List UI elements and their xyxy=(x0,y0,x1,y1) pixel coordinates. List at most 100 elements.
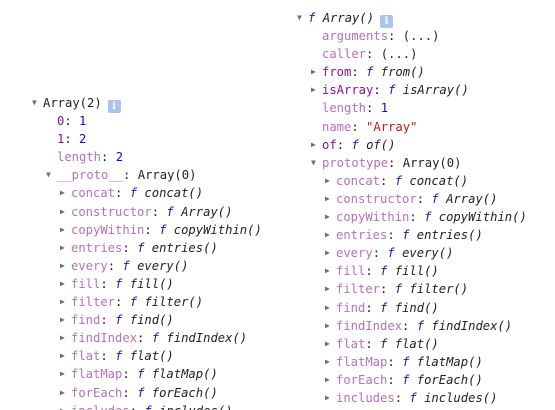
expand-arrow-right-icon[interactable]: ▶ xyxy=(325,175,330,185)
expand-arrow-right-icon[interactable]: ▶ xyxy=(325,193,330,203)
expand-arrow-right-icon[interactable]: ▶ xyxy=(325,392,330,402)
key-separator: : xyxy=(130,404,137,410)
expand-arrow-right-icon[interactable]: ▶ xyxy=(60,369,65,379)
tree-row-content: every: f every() xyxy=(71,257,188,275)
expand-arrow-right-icon[interactable]: ▶ xyxy=(60,387,65,397)
function-signature: isArray() xyxy=(402,83,469,98)
expand-arrow-right-icon[interactable]: ▶ xyxy=(325,230,330,240)
property-value: 2 xyxy=(115,150,124,165)
expand-arrow-right-icon[interactable]: ▶ xyxy=(60,315,65,325)
tree-row-content: concat: f concat() xyxy=(71,184,203,202)
property-key: constructor xyxy=(336,191,417,206)
expand-arrow-down-icon[interactable]: ▼ xyxy=(32,98,37,107)
key-separator: : xyxy=(380,173,388,188)
property-key: find xyxy=(71,313,101,328)
tree-row-content: fill: f fill() xyxy=(71,275,174,293)
property-key: isArray xyxy=(322,83,374,98)
tree-row-content: 0: 1 xyxy=(57,112,86,130)
expand-arrow-right-icon[interactable]: ▶ xyxy=(311,139,316,149)
key-separator: : xyxy=(387,372,395,387)
function-signature: Array() xyxy=(181,204,233,219)
expand-arrow-down-icon[interactable]: ▼ xyxy=(46,170,51,180)
property-key: findIndex xyxy=(71,331,138,346)
key-separator: : xyxy=(115,186,123,201)
key-separator: : xyxy=(372,246,381,261)
info-icon[interactable]: i xyxy=(107,100,121,113)
expand-arrow-right-icon[interactable]: ▶ xyxy=(325,320,330,330)
key-separator: : xyxy=(351,119,359,134)
property-key: forEach xyxy=(71,385,123,400)
key-separator: : xyxy=(144,222,152,237)
tree-row-content: concat: f concat() xyxy=(336,172,468,190)
expand-arrow-down-icon[interactable]: ▼ xyxy=(297,13,302,22)
function-symbol: f xyxy=(402,228,410,243)
property-key: from xyxy=(322,65,352,80)
property-key: __proto__ xyxy=(57,168,124,183)
expand-arrow-right-icon[interactable]: ▶ xyxy=(325,248,330,258)
property-key: includes xyxy=(71,404,130,410)
tree-row-content: f Array()i xyxy=(308,9,394,28)
expand-arrow-down-icon[interactable]: ▼ xyxy=(311,157,316,167)
function-signature: flatMap() xyxy=(416,354,483,369)
function-symbol: f xyxy=(151,331,160,346)
property-key: concat xyxy=(71,186,116,201)
tree-row-content: copyWithin: f copyWithin() xyxy=(71,221,262,239)
expand-arrow-right-icon[interactable]: ▶ xyxy=(325,284,330,294)
expand-arrow-right-icon[interactable]: ▶ xyxy=(60,188,65,198)
function-symbol: f xyxy=(402,354,410,369)
tree-row-content: find: f find() xyxy=(336,299,439,317)
function-signature: fill() xyxy=(394,264,439,279)
property-key: every xyxy=(336,246,373,261)
function-symbol: f xyxy=(308,11,316,25)
key-separator: : xyxy=(100,276,108,291)
expand-arrow-right-icon[interactable]: ▶ xyxy=(325,338,330,348)
function-signature: filter() xyxy=(144,295,204,310)
expand-arrow-right-icon[interactable]: ▶ xyxy=(325,302,330,312)
tree-row-content: every: f every() xyxy=(336,244,453,262)
function-symbol: f xyxy=(122,258,130,273)
expand-arrow-right-icon[interactable]: ▶ xyxy=(60,351,65,361)
key-separator: : xyxy=(380,282,388,297)
property-value: 1 xyxy=(79,114,87,129)
function-signature: concat() xyxy=(144,186,204,201)
expand-arrow-right-icon[interactable]: ▶ xyxy=(60,297,65,307)
expand-arrow-right-icon[interactable]: ▶ xyxy=(325,266,330,276)
tree-row-content: filter: f filter() xyxy=(336,280,468,298)
expand-arrow-right-icon[interactable]: ▶ xyxy=(60,206,65,216)
tree-row-content: flatMap: f flatMap() xyxy=(71,365,218,383)
function-signature: entries() xyxy=(416,228,483,243)
function-signature: from() xyxy=(380,65,425,80)
function-symbol: f xyxy=(380,336,388,351)
function-signature: findIndex() xyxy=(166,331,248,346)
property-key: name xyxy=(322,119,352,134)
tree-row-content: findIndex: f findIndex() xyxy=(71,329,247,347)
key-separator: : xyxy=(123,168,131,183)
expand-arrow-right-icon[interactable]: ▶ xyxy=(311,85,316,95)
expand-arrow-right-icon[interactable]: ▶ xyxy=(60,260,65,270)
function-symbol: f xyxy=(166,204,174,219)
expand-arrow-right-icon[interactable]: ▶ xyxy=(60,242,65,252)
function-symbol: f xyxy=(431,191,439,206)
expand-arrow-right-icon[interactable]: ▶ xyxy=(325,212,330,222)
function-signature: find() xyxy=(129,313,174,328)
function-symbol: f xyxy=(137,367,145,382)
property-key: includes xyxy=(336,390,395,405)
function-symbol: f xyxy=(366,65,374,80)
expand-arrow-right-icon[interactable]: ▶ xyxy=(60,333,65,343)
tree-row-content: entries: f entries() xyxy=(336,226,483,244)
function-symbol: f xyxy=(137,240,145,255)
expand-arrow-right-icon[interactable]: ▶ xyxy=(60,402,71,410)
tree-row-content: find: f find() xyxy=(71,311,174,329)
expand-arrow-right-icon[interactable]: ▶ xyxy=(325,374,330,384)
property-value: "Array" xyxy=(366,119,418,134)
tree-row-content: length: 2 xyxy=(57,148,123,166)
expand-arrow-right-icon[interactable]: ▶ xyxy=(311,67,316,77)
tree-row-content: forEach: f forEach() xyxy=(336,371,483,389)
expand-arrow-right-icon[interactable]: ▶ xyxy=(60,224,65,234)
info-icon[interactable]: i xyxy=(380,15,394,28)
function-signature: concat() xyxy=(409,173,469,188)
property-key: flat xyxy=(71,349,101,364)
expand-arrow-right-icon[interactable]: ▶ xyxy=(325,356,330,366)
property-key: fill xyxy=(336,264,366,279)
expand-arrow-right-icon[interactable]: ▶ xyxy=(60,278,65,288)
